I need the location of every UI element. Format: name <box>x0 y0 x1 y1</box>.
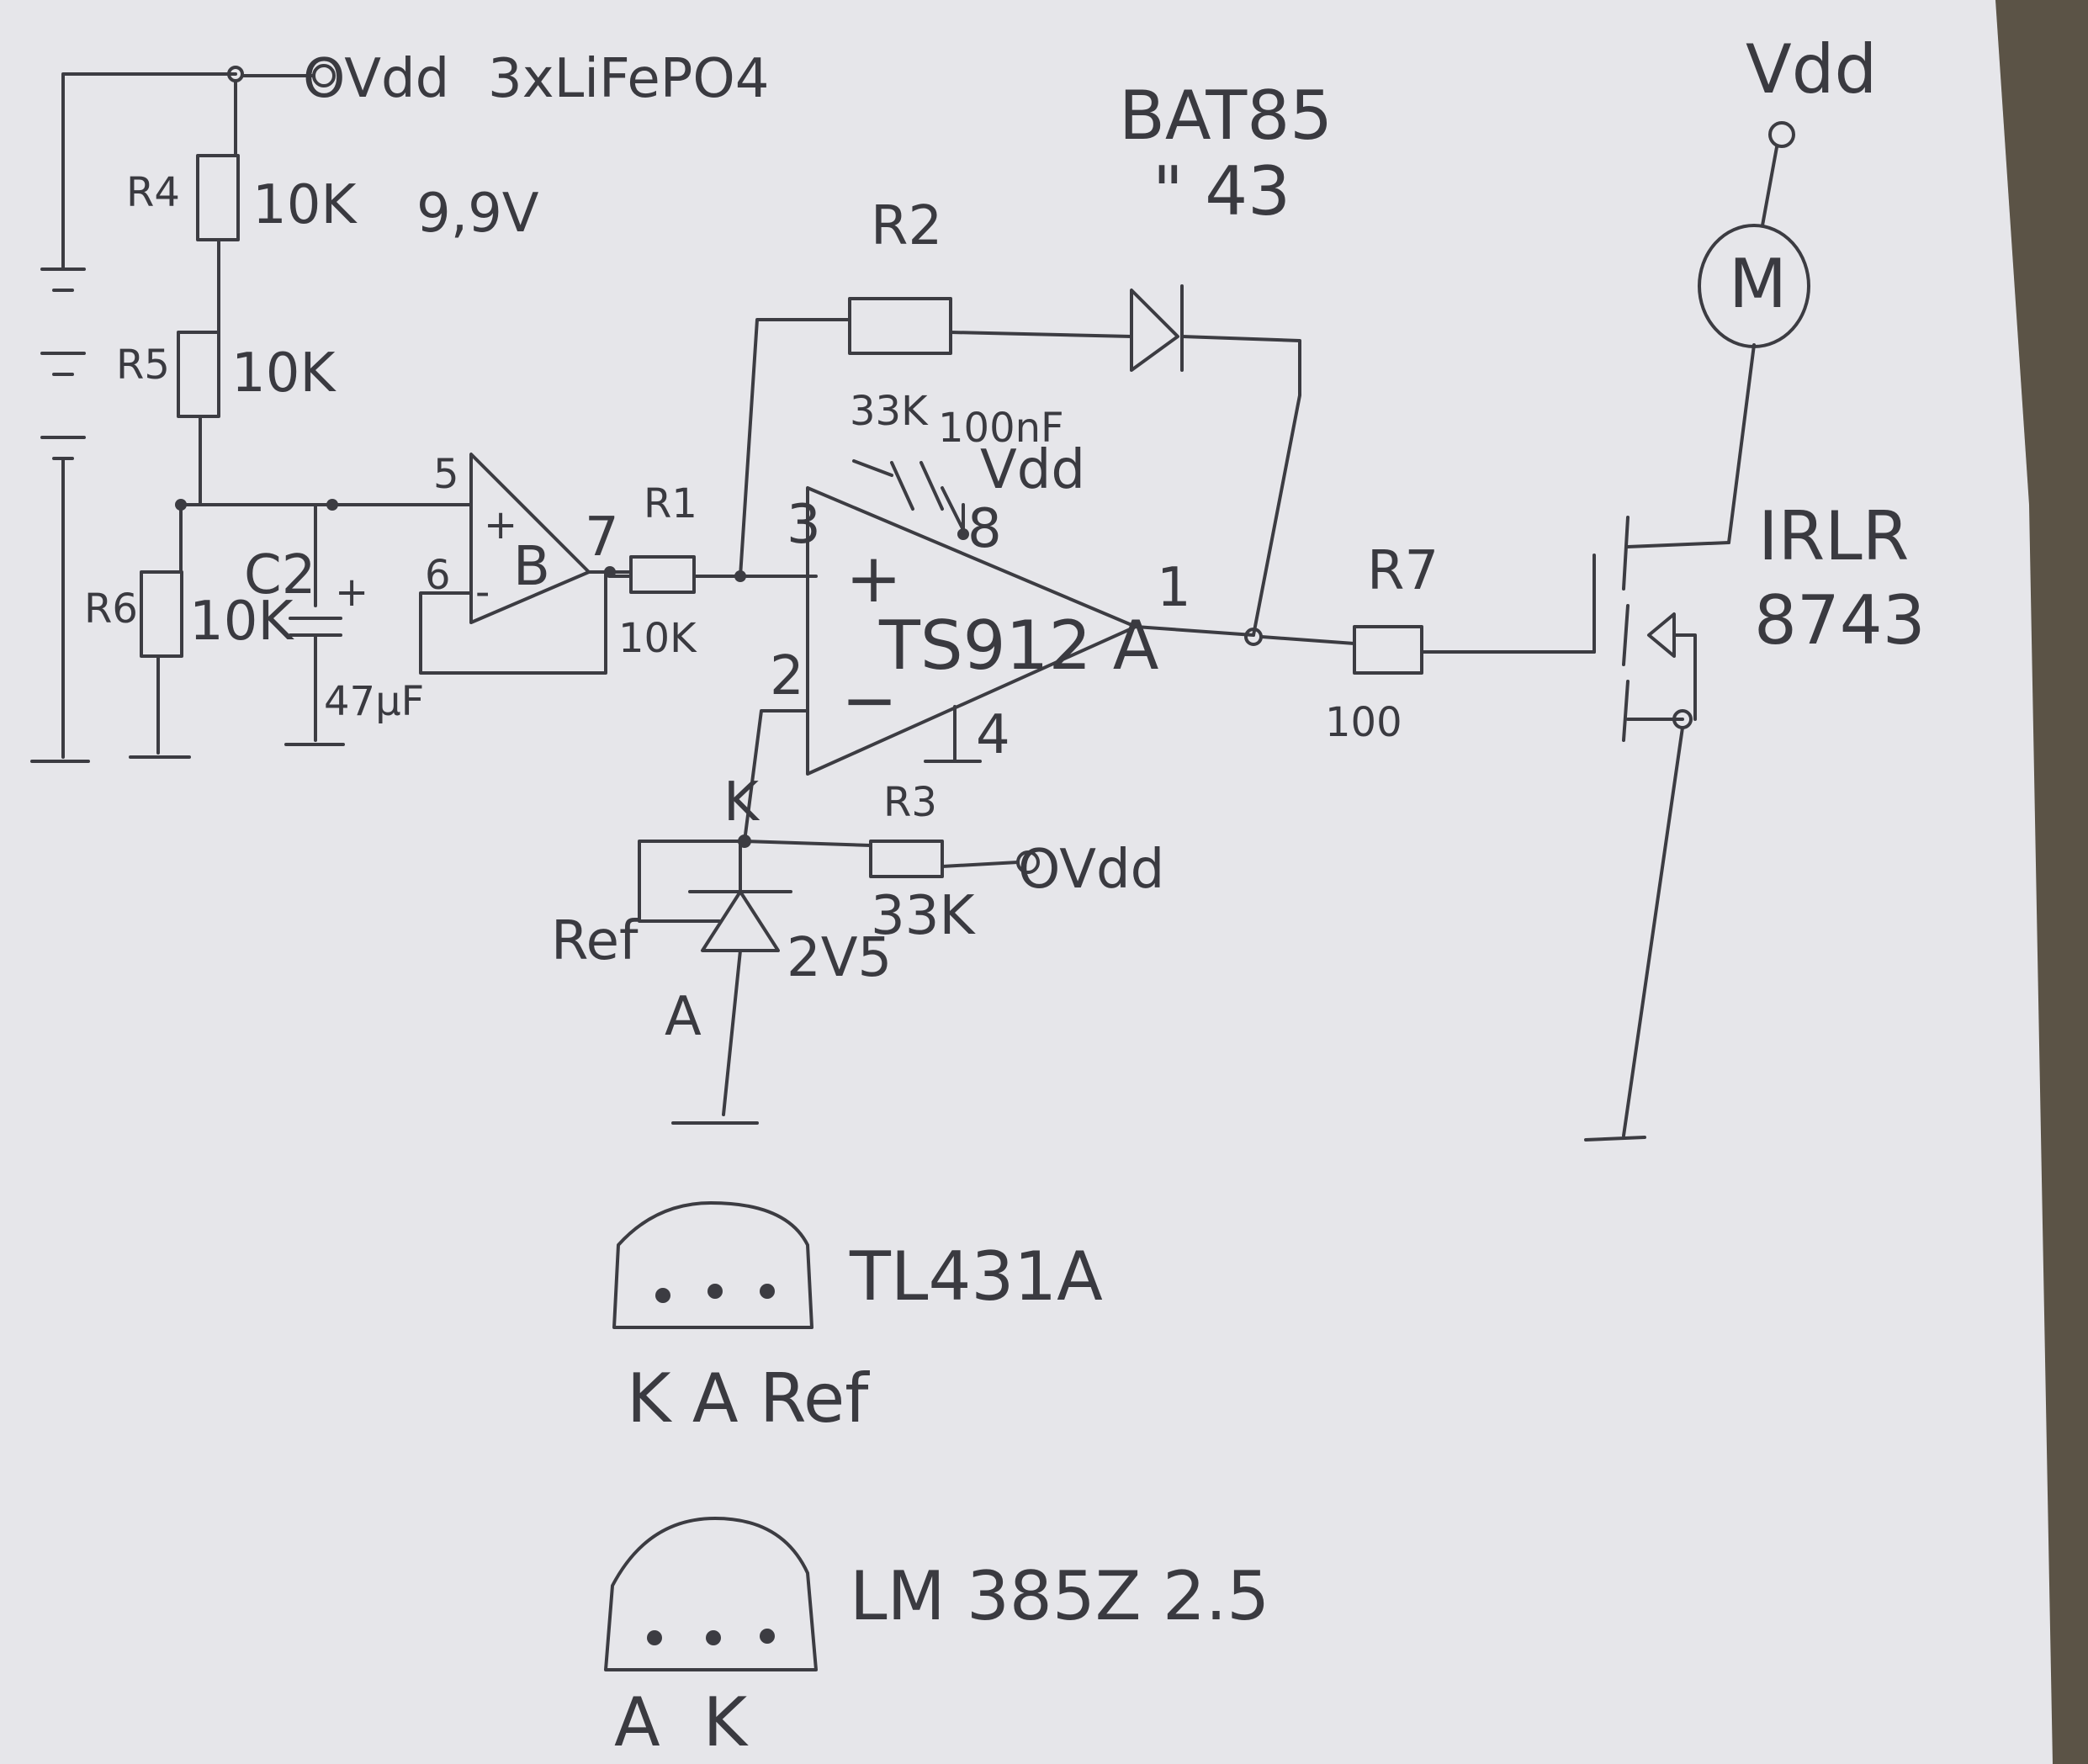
decoupling-cap-value: 100nF <box>938 405 1064 452</box>
battery-branch <box>30 72 237 763</box>
c2-value: 47μF <box>324 678 424 725</box>
r5-name: R5 <box>116 342 170 389</box>
opamp-a-plus: + <box>845 539 902 617</box>
ref-a-label: A <box>665 986 702 1048</box>
resistor-r7 <box>1260 625 1596 675</box>
opamp-b-minus: - <box>475 569 490 616</box>
c2-name: C2 <box>244 544 315 607</box>
r7-value: 100 <box>1325 699 1402 746</box>
opamp-a-pin4: 4 <box>976 704 1010 766</box>
package-lm385-name: LM 385Z 2.5 <box>850 1557 1269 1635</box>
r3-value: 33K <box>871 885 976 947</box>
capacitor-c2 <box>179 499 473 746</box>
opamp-a-pin3: 3 <box>787 494 821 556</box>
opamp-b-plus: + <box>484 501 517 548</box>
motor-label: M <box>1729 245 1787 323</box>
opamp-b-pin7: 7 <box>585 506 619 569</box>
resistor-r1 <box>608 555 818 594</box>
mosfet <box>1584 516 1730 1142</box>
supply-labels: OVdd 3xLiFePO4 9,9V <box>241 48 769 245</box>
vdd-label: OVdd <box>303 48 449 110</box>
opamp-b-pin5: 5 <box>433 451 459 498</box>
r5-value: 10K <box>231 342 337 405</box>
motor <box>1698 121 1810 544</box>
package-tl431-name: TL431A <box>849 1237 1103 1316</box>
opamp-b <box>419 453 633 675</box>
opamp-b-label: B <box>513 536 550 598</box>
opamp-a-minus: − <box>841 661 898 739</box>
ref-k-label: K <box>723 771 760 834</box>
opamp-a-pin2: 2 <box>770 645 804 707</box>
opamp-b-pin6: 6 <box>425 552 451 599</box>
motor-vdd: Vdd <box>1746 30 1877 109</box>
voltage-label: 9,9V <box>416 183 539 245</box>
mosfet-part-line2: 8743 <box>1754 581 1926 660</box>
r6-value: 10K <box>189 591 294 653</box>
package-lm385 <box>604 1517 818 1671</box>
r2-name: R2 <box>871 195 942 257</box>
r1-name: R1 <box>644 480 697 527</box>
r3-name: R3 <box>883 779 937 826</box>
r1-value: 10K <box>618 615 697 662</box>
r2-value: 33K <box>850 388 929 435</box>
diode-part: BAT85 <box>1119 77 1333 155</box>
package-lm385-pins: A K <box>614 1683 750 1761</box>
opamp-a-label: TS912 A <box>878 607 1159 685</box>
mosfet-part-line1: IRLR <box>1758 497 1909 575</box>
package-tl431 <box>612 1201 813 1329</box>
voltage-reference <box>638 709 1040 1125</box>
opamp-a <box>806 459 1263 776</box>
ref-ref-label: Ref <box>551 910 639 972</box>
opamp-a-vdd: Vdd <box>980 439 1085 501</box>
r4-name: R4 <box>126 169 180 216</box>
opamp-a-pin8: 8 <box>967 498 1002 560</box>
r7-name: R7 <box>1367 540 1439 602</box>
r6-name: R6 <box>84 585 138 633</box>
feedback-path <box>739 284 1301 637</box>
diode-alt: " 43 <box>1153 152 1290 230</box>
r4-value: 10K <box>252 174 358 236</box>
r3-supply: OVdd <box>1018 839 1164 901</box>
ref-voltage: 2V5 <box>787 927 892 989</box>
c2-polarity: + <box>335 569 368 616</box>
package-tl431-pins: K A Ref <box>627 1359 870 1438</box>
opamp-a-pin1: 1 <box>1157 557 1191 619</box>
battery-label: 3xLiFePO4 <box>488 48 769 110</box>
